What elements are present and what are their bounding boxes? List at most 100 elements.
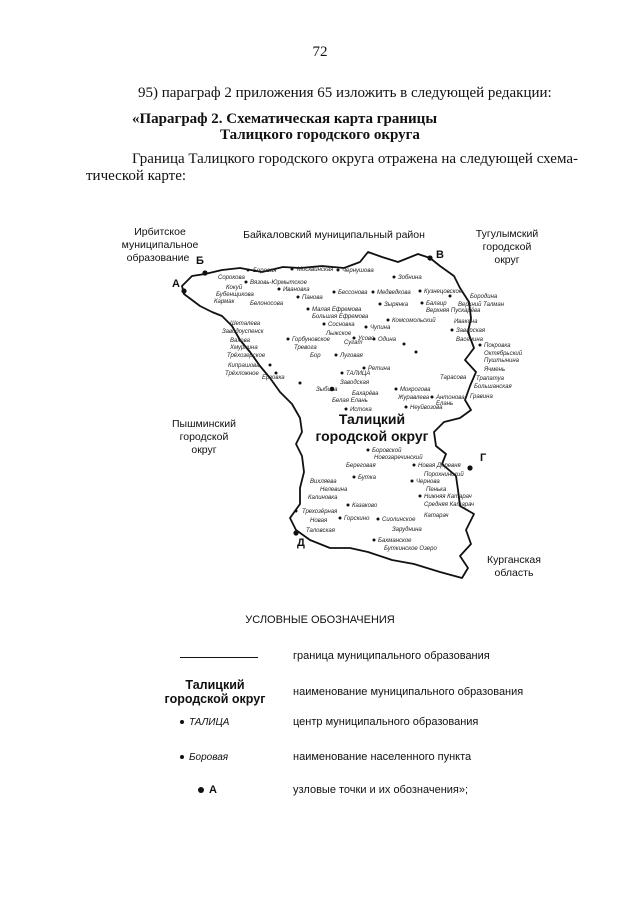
- node-b-point: [202, 270, 208, 276]
- settlement-label: Чернова: [416, 479, 440, 485]
- settlement-label: Боровая: [253, 268, 277, 274]
- settlement-dot: [268, 363, 272, 367]
- settlement-label: Вихляева: [310, 479, 337, 485]
- legend-node-text: А: [209, 784, 217, 796]
- settlement-label: Катарач: [424, 513, 449, 519]
- tugulym-label-3: округ: [494, 254, 519, 266]
- settlement-dot: [306, 307, 310, 311]
- settlement-label: Трёхозерское: [227, 353, 266, 359]
- legend-desc: центр муниципального образования: [293, 716, 479, 728]
- pyshma-label-1: Пышминский: [172, 418, 236, 430]
- settlement-dot: [371, 290, 375, 294]
- settlement-dot: [448, 294, 452, 298]
- settlement-dot: [290, 267, 294, 271]
- settlement-label: Бубенщикова: [216, 292, 255, 298]
- settlement-label: Ретина: [368, 366, 391, 372]
- settlement-label: Пуштынина: [484, 358, 520, 364]
- settlement-label: Береговая: [346, 463, 376, 469]
- irbit-label-3: образование: [127, 252, 190, 264]
- settlement-label: Заводская: [340, 380, 370, 386]
- settlement-label: Трёхложное: [225, 371, 259, 377]
- irbit-label-2: муниципальное: [122, 239, 199, 251]
- legend-settlement-text: Боровая: [189, 752, 229, 763]
- node-d-point: [293, 530, 299, 536]
- settlement-label: ТАЛИЦА: [346, 371, 370, 377]
- settlement-label: Заводоуспенск: [222, 329, 265, 335]
- settlement-dot: [372, 337, 376, 341]
- settlement-label: Кипрашова: [228, 363, 260, 369]
- settlement-label: Бор: [310, 353, 321, 359]
- settlement-label: Москвинская: [297, 267, 334, 273]
- settlement-label: Заварская: [456, 328, 486, 334]
- legend-boundary-line: [180, 657, 258, 658]
- settlement-dot: [336, 268, 340, 272]
- settlement-dot: [286, 337, 290, 341]
- node-a-point: [181, 288, 187, 294]
- settlement-dot: [296, 295, 300, 299]
- settlement-dot: [378, 302, 382, 306]
- settlement-label: Порохнинский: [424, 471, 464, 478]
- settlement-label: Елань: [436, 401, 453, 407]
- settlement-label: Бахарёва: [352, 391, 379, 397]
- settlement-dot: [402, 342, 406, 346]
- settlement-dot: [418, 494, 422, 498]
- settlement-label: Сиолинское: [382, 517, 416, 523]
- settlement-dot: [298, 381, 302, 385]
- settlement-label: Кармак: [214, 299, 236, 305]
- settlement-label: Нижняя Катарач: [424, 494, 472, 500]
- settlement-label: Зырянка: [384, 302, 409, 308]
- settlement-label: Вязовь-Юрмытское: [250, 280, 308, 286]
- settlement-label: Бахманское: [378, 538, 412, 544]
- settlement-label: Ячмень: [483, 367, 505, 373]
- legend-symbol-node: А: [198, 784, 328, 796]
- settlement-label: Васенина: [456, 337, 484, 343]
- settlement-dot: [366, 448, 370, 452]
- legend-row-boundary: граница муниципального образования: [0, 650, 640, 668]
- irbit-label-1: Ирбитское: [134, 226, 186, 238]
- settlement-dot: [362, 366, 366, 370]
- settlement-label: Бессонова: [338, 290, 368, 296]
- kurgan-label-1: Курганская: [487, 554, 541, 566]
- heading-line-2: Талицкого городского округа: [220, 127, 420, 143]
- page-number: 72: [312, 44, 328, 60]
- settlement-label: Хмурнина: [229, 345, 258, 351]
- node-b-label: Б: [196, 255, 204, 267]
- body-line-2: тической карте:: [86, 168, 187, 184]
- settlement-label: Горбуновское: [292, 337, 331, 343]
- settlement-label: Новозаречинский: [374, 454, 423, 461]
- settlement-label: Таловская: [306, 528, 336, 534]
- settlement-label: Ивановка: [283, 287, 310, 293]
- legend-center-dot: [180, 720, 184, 725]
- settlement-label: Тарасова: [440, 375, 467, 381]
- settlement-label: Пенька: [426, 487, 447, 493]
- settlement-label: Трехозёрная: [302, 509, 338, 515]
- settlement-dot: [277, 287, 281, 291]
- legend-settlement-dot: [180, 755, 184, 760]
- settlement-label: Мокрогова: [400, 387, 431, 393]
- settlement-dot: [372, 538, 376, 542]
- settlement-label: Белоносова: [250, 301, 284, 307]
- settlement-dot: [332, 290, 336, 294]
- settlement-label: Бородина: [470, 294, 498, 300]
- settlement-label: Одина: [378, 337, 397, 343]
- settlement-dot: [420, 301, 424, 305]
- settlement-label: Малая Ефремова: [312, 307, 362, 313]
- settlement-label: Кокуй: [226, 284, 243, 291]
- settlement-label: Журавлева: [397, 395, 430, 401]
- node-v-label: В: [436, 249, 444, 261]
- node-g-point: [467, 465, 473, 471]
- settlement-label: Верхняя Пускарёва: [426, 308, 481, 314]
- settlement-dot: [244, 280, 248, 284]
- settlement-dot: [322, 322, 326, 326]
- legend-center-text: ТАЛИЦА: [189, 717, 230, 728]
- settlement-label: Новая: [310, 518, 328, 524]
- settlement-dot: [352, 336, 356, 340]
- legend-symbol-settlement: Боровая: [180, 751, 310, 763]
- settlement-label: Ерзовка: [262, 375, 285, 381]
- settlement-dot: [412, 463, 416, 467]
- settlement-dot: [404, 405, 408, 409]
- settlement-label: Казаково: [352, 503, 378, 509]
- body-line-1: Граница Талицкого городского округа отра…: [132, 151, 578, 167]
- node-g-label: Г: [480, 452, 487, 464]
- settlement-label: Ивакина: [454, 319, 478, 325]
